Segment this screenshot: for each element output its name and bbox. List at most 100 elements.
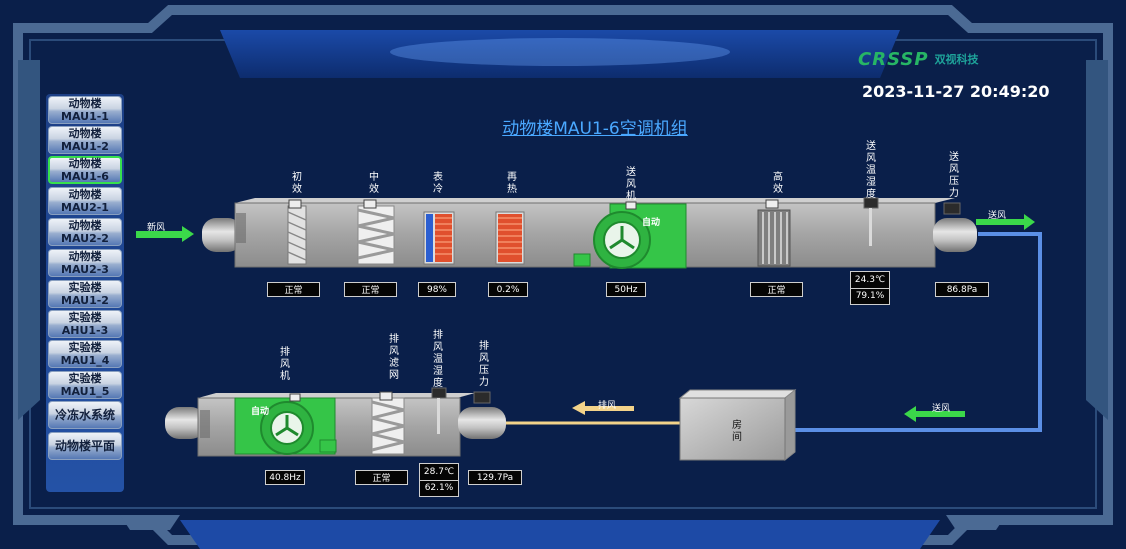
inlet-pipe (202, 218, 242, 252)
exhaust-fan (234, 393, 337, 455)
supply-temperature: 24.3℃ (851, 272, 889, 289)
exhaust-inlet-pipe (165, 407, 205, 439)
primary-filter-label: 初效 (292, 172, 302, 195)
fresh-air-label: 新风 (147, 223, 166, 233)
supply-temp-humidity-sensor (863, 197, 879, 246)
medium-filter-label: 中效 (369, 172, 379, 195)
sidebar-item-label: MAU2-1 (61, 201, 109, 214)
exhaust-pressure-sensor (473, 391, 491, 404)
exhaust-temp-humidity-label: 排风温湿度 (433, 330, 443, 389)
medium-filter-status: 正常 (344, 282, 397, 297)
exhaust-filter-status: 正常 (355, 470, 408, 485)
exhaust-air-label: 排风 (598, 401, 617, 411)
supply-air-return-arrow (904, 406, 965, 422)
exhaust-outlet-pipe (458, 407, 506, 439)
sidebar-item-label: 动物楼 (68, 219, 102, 232)
supply-fan-label: 送风机 (626, 167, 636, 202)
exhaust-temp-humidity-box: 28.7℃ 62.1% (419, 463, 459, 497)
room-label: 房间 (732, 420, 742, 443)
exhaust-fan-label: 排风机 (280, 347, 290, 382)
supply-humidity: 79.1% (855, 291, 885, 302)
reheat-coil (495, 211, 525, 265)
medium-filter (357, 199, 395, 265)
exhaust-filter-label: 排风滤网 (389, 334, 399, 381)
exhaust-temp-humidity-sensor (431, 387, 447, 434)
sidebar-item-label: 动物楼平面 (54, 438, 115, 453)
page-title[interactable]: 动物楼MAU1-6空调机组 (502, 119, 688, 139)
brand: CRSSP 双视科技 (858, 48, 1048, 70)
exhaust-pressure-label: 排风压力 (479, 341, 489, 388)
exhaust-temperature: 28.7℃ (420, 464, 458, 481)
sidebar-item-label: MAU1_5 (60, 385, 110, 398)
sidebar-item-label: 动物楼 (68, 250, 102, 263)
brand-logo: CRSSP (858, 48, 929, 70)
exhaust-duct-top (198, 393, 475, 398)
sidebar-item-label: 实验楼 (68, 372, 102, 385)
sidebar-item-label: 动物楼 (68, 188, 102, 201)
reheat-coil-label: 再热 (507, 172, 517, 195)
datetime-display: 2023-11-27 20:49:20 (862, 82, 1050, 101)
sidebar-item-label: MAU1-6 (61, 170, 109, 183)
sidebar-item-label: 动物楼 (68, 127, 102, 140)
primary-filter-status: 正常 (267, 282, 320, 297)
sidebar-item-label: AHU1-3 (61, 324, 109, 337)
supply-air-arrow (976, 214, 1035, 230)
exhaust-fan-mode: 自动 (251, 407, 270, 417)
sidebar-item-label: MAU1-1 (61, 110, 109, 123)
sidebar-item-label: 动物楼 (68, 97, 102, 110)
supply-temp-humidity-label: 送风温湿度 (866, 141, 876, 200)
cooling-coil-label: 表冷 (433, 172, 443, 195)
sidebar-item-label: 实验楼 (68, 281, 102, 294)
supply-pressure-label: 送风压力 (949, 152, 959, 199)
supply-air-return-label: 送风 (932, 404, 951, 414)
supply-fan-mode: 自动 (642, 218, 661, 228)
supply-pressure-sensor (943, 202, 961, 215)
cooling-valve-value: 98% (418, 282, 456, 297)
exhaust-filter (371, 391, 405, 455)
exhaust-fan-frequency: 40.8Hz (265, 470, 305, 485)
exhaust-humidity: 62.1% (424, 483, 454, 494)
supply-duct-top (235, 198, 955, 203)
sidebar-item-label: MAU2-2 (61, 232, 109, 245)
sidebar-item-label: 实验楼 (68, 341, 102, 354)
supply-temp-humidity-box: 24.3℃ 79.1% (850, 271, 890, 305)
sidebar-item-label: MAU1-2 (61, 294, 109, 307)
cooling-coil (423, 211, 455, 265)
sidebar-item-label: MAU2-3 (61, 263, 109, 276)
sidebar-item-label: MAU1_4 (60, 354, 110, 367)
exhaust-pressure-value: 129.7Pa (468, 470, 522, 485)
fresh-air-arrow (136, 226, 194, 242)
supply-pipe-to-room (795, 232, 1042, 432)
exhaust-air-arrow (572, 401, 634, 415)
sidebar-item-floor-plan[interactable]: 动物楼平面 (48, 432, 122, 460)
sidebar-item-chilled-water[interactable]: 冷冻水系统 (48, 401, 122, 429)
outlet-pipe (933, 218, 977, 252)
hepa-filter (757, 199, 791, 267)
primary-filter (287, 199, 307, 265)
sidebar-item-label: MAU1-2 (61, 140, 109, 153)
room-box (678, 388, 797, 462)
reheat-valve-value: 0.2% (488, 282, 528, 297)
supply-fan (573, 201, 687, 269)
sidebar-item-label: 实验楼 (68, 311, 102, 324)
sidebar-item-label: 冷冻水系统 (54, 407, 115, 422)
hepa-filter-status: 正常 (750, 282, 803, 297)
supply-fan-frequency: 50Hz (606, 282, 646, 297)
sidebar-item-label: 动物楼 (68, 157, 102, 170)
brand-name: 双视科技 (934, 53, 979, 66)
supply-pressure-value: 86.8Pa (935, 282, 989, 297)
hepa-filter-label: 高效 (773, 172, 783, 195)
